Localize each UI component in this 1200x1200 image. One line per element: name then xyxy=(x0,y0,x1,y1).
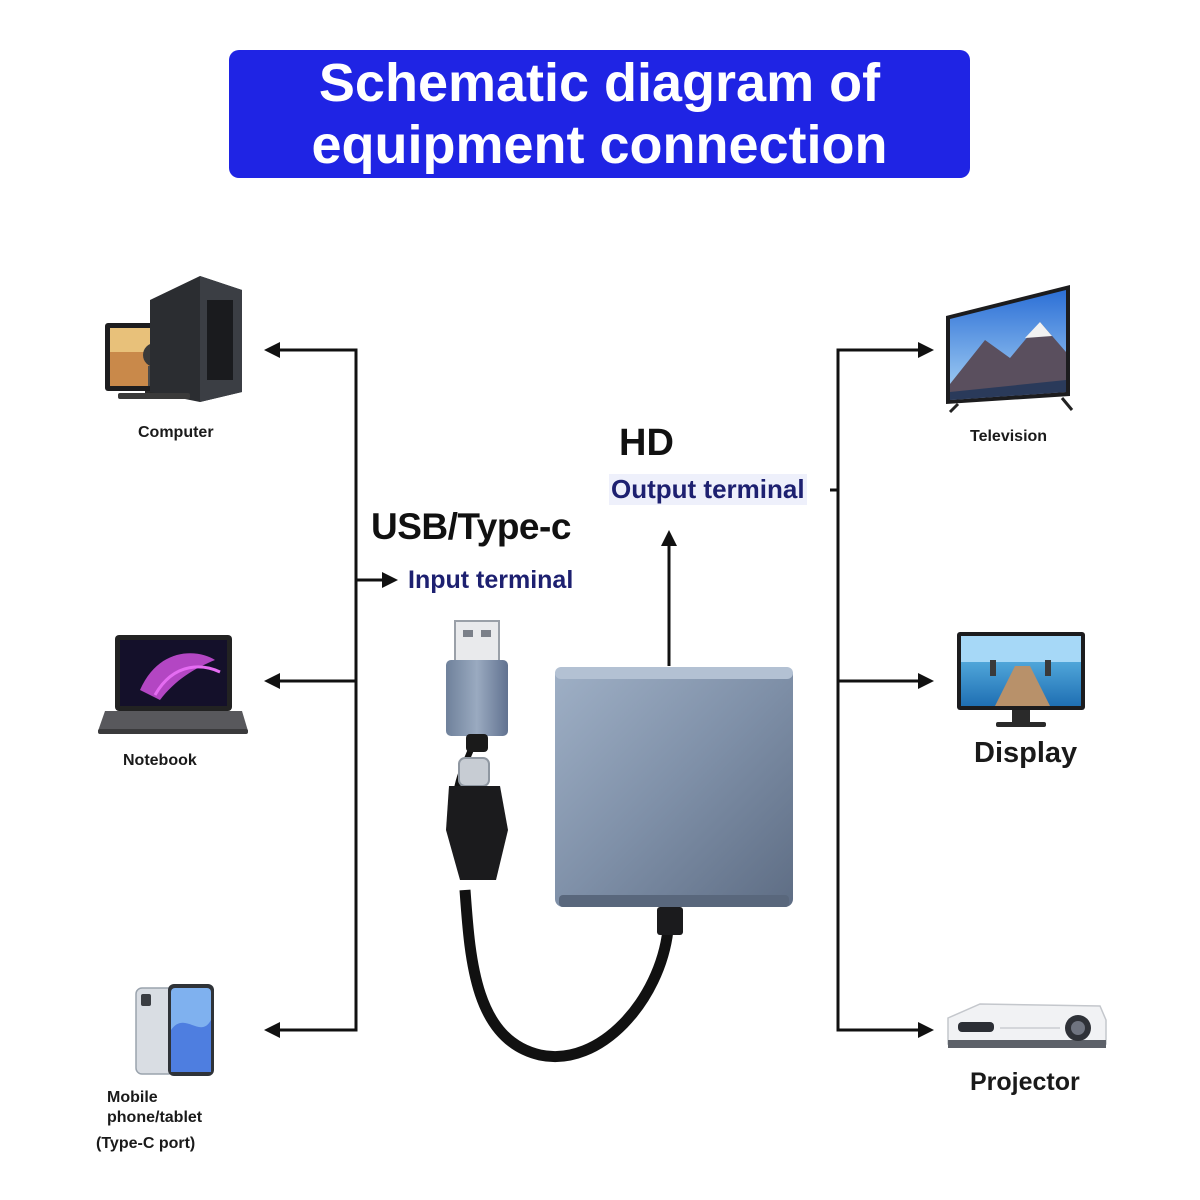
mobile-label: Mobile phone/tablet xyxy=(107,1088,202,1128)
mobile-port-label: (Type-C port) xyxy=(96,1135,196,1152)
input-arrowheads xyxy=(264,342,398,1038)
input-heading: USB/Type-c xyxy=(371,506,571,547)
display-label: Display xyxy=(974,737,1078,769)
computer-label: Computer xyxy=(138,424,214,441)
title-line-2: equipment connection xyxy=(311,115,888,175)
smartphone-icon xyxy=(135,984,214,1076)
title-line-1: Schematic diagram of xyxy=(318,53,881,113)
usb-hub-adapter-icon xyxy=(446,620,793,1063)
projector-icon xyxy=(947,1003,1107,1048)
input-subheading: Input terminal xyxy=(408,566,574,594)
desktop-computer-icon xyxy=(105,276,242,402)
input-connector-lines xyxy=(278,348,384,1032)
projector-label: Projector xyxy=(970,1068,1080,1096)
television-icon xyxy=(946,285,1074,414)
output-heading: HD xyxy=(619,422,674,464)
notebook-label: Notebook xyxy=(123,752,197,769)
mobile-label-line-1: Mobile xyxy=(107,1089,158,1106)
mobile-label-line-2: phone/tablet xyxy=(107,1109,203,1126)
output-arrowheads xyxy=(661,342,934,1038)
title-banner: Schematic diagram of equipment connectio… xyxy=(229,50,970,178)
output-connector-lines xyxy=(667,348,920,1032)
laptop-icon xyxy=(98,635,248,734)
output-subheading: Output terminal xyxy=(609,474,807,505)
television-label: Television xyxy=(970,428,1048,445)
monitor-icon xyxy=(957,632,1085,727)
